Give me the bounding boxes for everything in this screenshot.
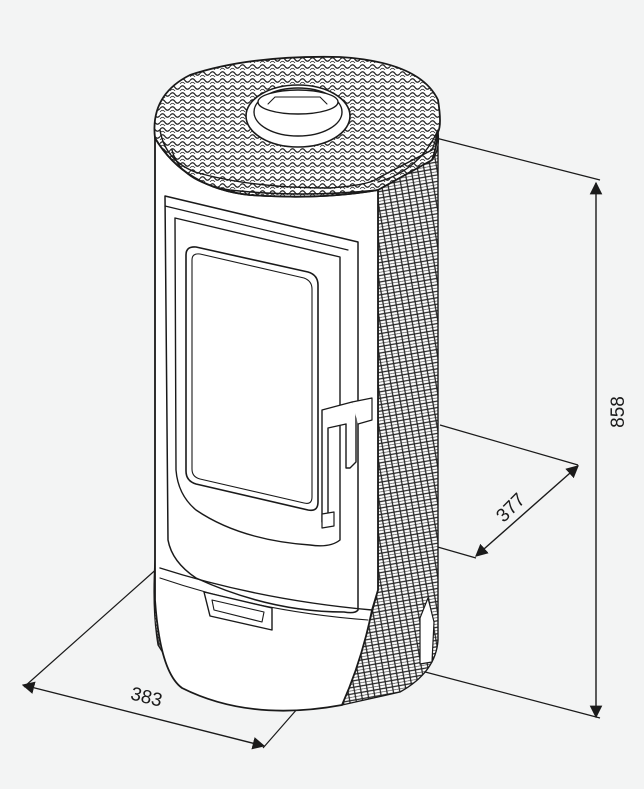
- door-hinge-bottom: [321, 511, 335, 529]
- depth-dimension-label: 377: [492, 489, 529, 526]
- stove: [153, 55, 441, 712]
- height-extension-bottom: [409, 667, 601, 719]
- dimension-lines: [21, 181, 603, 750]
- side-vent: [419, 597, 435, 665]
- top-plate-front: [159, 129, 439, 189]
- flue-opening: [257, 89, 339, 115]
- width-extension-left: [23, 565, 161, 688]
- width-dimension-line: [21, 681, 266, 750]
- door-glass-outer: [185, 246, 319, 512]
- door-latch: [351, 397, 373, 425]
- door-top-edge: [164, 205, 349, 251]
- height-dimension-label: 858: [608, 396, 629, 428]
- top-plate-edge: [171, 149, 379, 195]
- depth-extension-top: [439, 424, 579, 466]
- ash-pan-handle-inner: [211, 599, 265, 623]
- flue-inner-baffle: [267, 96, 328, 105]
- door-glass-inner: [191, 253, 313, 504]
- depth-dimension-line: [475, 465, 579, 557]
- ash-drawer-top: [159, 567, 373, 611]
- height-extension-top: [431, 136, 601, 181]
- width-dimension-label: 383: [128, 684, 164, 712]
